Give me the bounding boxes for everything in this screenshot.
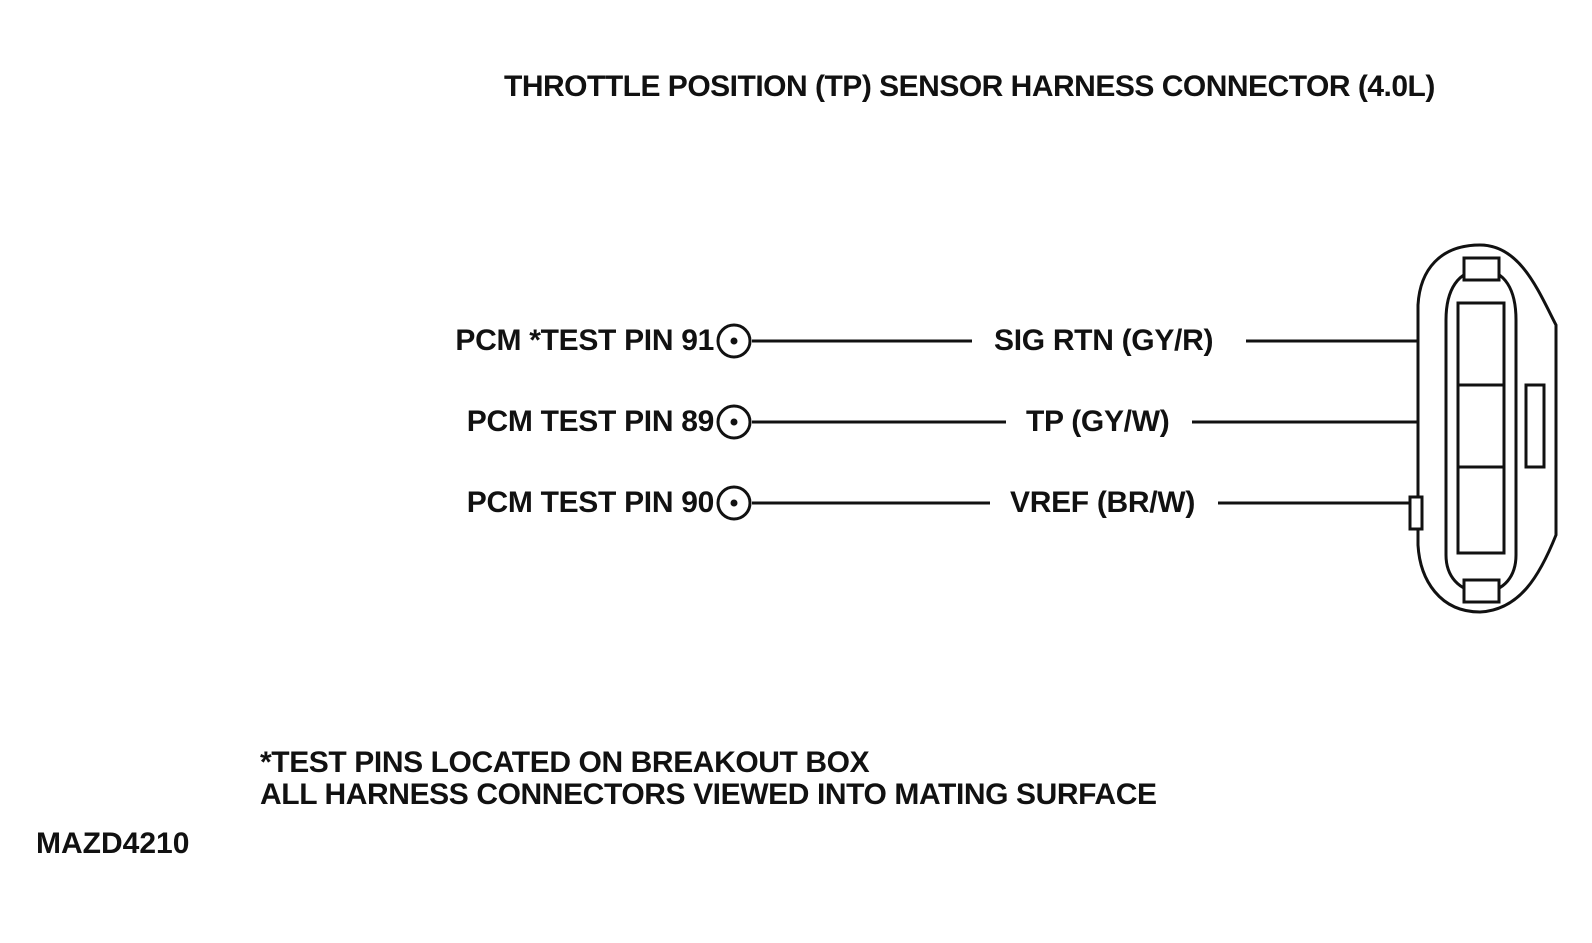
terminal-cavity-vref (1456, 465, 1506, 555)
connector-bottom-tab (1462, 578, 1501, 604)
pin-label-91: PCM *TEST PIN 91 (455, 324, 714, 357)
connector-top-tab (1462, 256, 1501, 282)
tp-sensor-harness-connector (1408, 243, 1558, 614)
wire-label-sig-rtn: SIG RTN (GY/R) (990, 326, 1218, 356)
test-pin-symbol-89 (716, 404, 752, 440)
wire-label-vref: VREF (BR/W) (1006, 488, 1200, 518)
wire-label-tp: TP (GY/W) (1022, 407, 1174, 437)
terminal-cavity-sig-rtn (1456, 301, 1506, 387)
connector-key (1408, 495, 1424, 531)
footnote-test-pins: *TEST PINS LOCATED ON BREAKOUT BOX (260, 746, 870, 779)
test-pin-symbol-91 (716, 323, 752, 359)
pin-label-90: PCM TEST PIN 90 (466, 486, 715, 519)
footnote-viewing: ALL HARNESS CONNECTORS VIEWED INTO MATIN… (260, 778, 1157, 811)
connector-side-tab (1524, 383, 1546, 469)
pin-label-89: PCM TEST PIN 89 (466, 405, 715, 438)
diagram-title: THROTTLE POSITION (TP) SENSOR HARNESS CO… (504, 70, 1435, 103)
wire-lines (752, 339, 1458, 505)
figure-id: MAZD4210 (36, 827, 190, 860)
test-pin-symbol-90 (716, 485, 752, 521)
terminal-cavity-tp (1456, 383, 1506, 469)
